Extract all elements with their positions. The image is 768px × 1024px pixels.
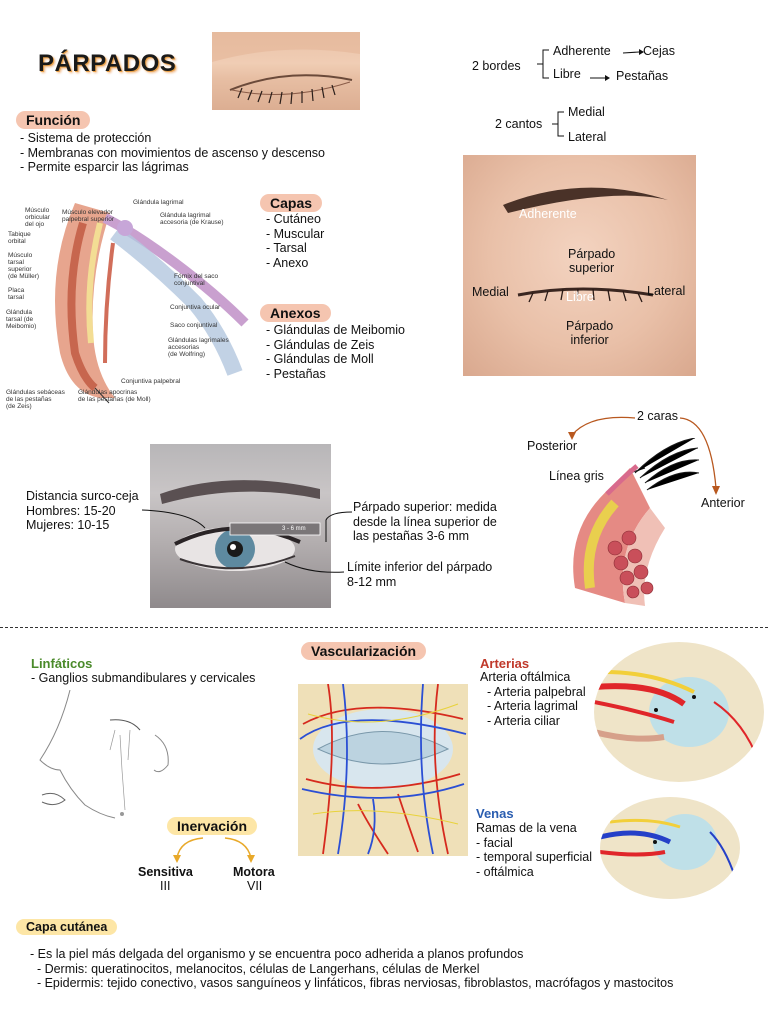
cantos-lateral: Lateral [568,130,607,144]
scale-label: 3 - 6 mm [282,526,306,532]
list-item: - Sistema de protección [20,131,152,145]
list-item: - Cutáneo [266,212,321,226]
funcion-heading: Función [16,111,91,129]
diag-label-m-orbicular: Músculo orbicular del ojo [25,207,50,228]
list-item: - oftálmica [476,864,534,879]
bordes-adherente: Adherente [553,44,611,58]
photo-label-parpado-inferior: Párpado inferior [566,319,614,347]
measurement-pointers [141,509,353,573]
diag-label-gl-krause: Glándula lagrimal accesoria (de Krause) [160,212,224,226]
bordes-cejas: Cejas [643,44,675,58]
bordes-bracket [537,49,644,81]
inervacion-sensitiva-n: III [160,879,171,893]
list-item: - Dermis: queratinocitos, melanocitos, c… [30,961,480,976]
photo-label-medial: Medial [472,285,509,299]
surco-ceja-text: Distancia surco-ceja Hombres: 15-20 Muje… [26,489,139,532]
diag-label-gl-meibomio: Glándula tarsal (de Meibomio) [6,309,37,330]
diag-label-gl-wolfring: Glándulas lagrimales accesorias (de Wolf… [168,337,229,358]
caras-anterior: Anterior [701,496,745,510]
inervacion-motora: Motora [233,865,275,879]
funcion-list: - Sistema de protección - Membranas con … [20,131,325,175]
vascular-diagram [298,684,468,856]
diag-label-placa: Placa tarsal [8,287,25,301]
diag-label-gl-zeis: Glándulas sebáceas de las pestañas (de Z… [6,389,65,410]
closed-eye-photo [212,32,360,110]
linfaticos-text: - Ganglios submandibulares y cervicales [31,671,256,685]
capa-cutanea-heading: Capa cutánea [16,919,118,935]
capas-list: - Cutáneo - Muscular - Tarsal - Anexo [266,212,324,270]
inervacion-sensitiva: Sensitiva [138,865,193,879]
eyelid-cross-section [555,437,700,610]
arterias-list: Arteria oftálmica - Arteria palpebral - … [480,670,586,728]
eye-measurement-photo [150,444,331,608]
venas-heading: Venas [476,806,514,821]
inervacion-arrows [173,837,255,863]
list-item: - Arteria lagrimal [480,699,578,713]
arterial-orbit-diagram [594,642,764,782]
bordes-label: 2 bordes [472,59,521,73]
cantos-bracket [552,111,564,137]
venas-list: Ramas de la vena - facial - temporal sup… [476,821,592,879]
list-item: - Glándulas de Zeis [266,337,375,352]
section-divider [0,627,768,628]
arterias-heading: Arterias [480,656,530,671]
inervacion-heading: Inervación [167,817,258,835]
list-item: - Anexo [266,255,309,270]
diag-label-m-elevador: Músculo elevador palpebral superior [62,209,115,223]
bordes-libre: Libre [553,67,581,81]
list-item: - Es la piel más delgada del organismo y… [30,947,524,961]
cantos-label: 2 cantos [495,117,543,131]
diag-label-saco: Saco conjuntival [170,322,218,329]
caras-arrows [568,416,720,495]
diag-label-m-muller: Músculo tarsal superior (de Müller) [8,252,40,280]
capas-heading: Capas [260,194,323,212]
diag-label-conj-palpebral: Conjuntiva palpebral [121,378,181,385]
photo-label-lateral: Lateral [647,284,686,298]
list-item: - Membranas con movimientos de ascenso y… [20,145,326,160]
list-item: - Glándulas de Moll [266,352,374,366]
limite-inf-text: Límite inferior del párpado 8-12 mm [347,560,493,589]
photo-label-adherente: Adherente [519,207,577,221]
eye-anatomy-photo [463,155,696,376]
vascularizacion-heading: Vascularización [301,642,427,660]
diag-label-fornix: Fórnix del saco conjuntival [174,273,219,287]
list-item: Ramas de la vena [476,821,577,835]
venous-orbit-diagram [600,797,740,899]
list-item: - facial [476,835,513,850]
list-item: - Arteria palpebral [480,684,586,699]
list-item: - Permite esparcir las lágrimas [20,160,189,174]
list-item: - Pestañas [266,366,326,381]
diag-label-conj-ocular: Conjuntiva ocular [170,304,221,311]
parpado-sup-text: Párpado superior: medida desde la línea … [353,500,497,543]
list-item: - Arteria ciliar [480,713,560,728]
diag-label-tabique: Tabique orbital [8,231,31,245]
capa-cutanea-list: - Es la piel más delgada del organismo y… [30,947,673,991]
anexos-list: - Glándulas de Meibomio - Glándulas de Z… [266,323,405,381]
anexos-heading: Anexos [260,304,331,322]
inervacion-motora-n: VII [247,879,263,893]
list-item: - temporal superficial [476,850,593,864]
photo-label-libre: Libre [566,290,594,304]
page-title: PÁRPADOS [38,50,177,77]
face-lymph-sketch [30,689,180,820]
photo-label-parpado-superior: Párpado superior [568,247,616,275]
diag-label-gl-moll: Glándulas apocrinas de las pestañas (de … [78,389,151,403]
list-item: - Epidermis: tejido conectivo, vasos san… [30,976,674,990]
caras-linea-gris: Línea gris [549,469,604,483]
list-item: - Tarsal [266,241,307,255]
bordes-pestanas: Pestañas [616,69,669,83]
caras-label: 2 caras [637,409,678,423]
diag-label-gl-lagrimal: Glándula lagrimal [133,199,184,206]
caras-posterior: Posterior [527,439,578,453]
list-item: - Glándulas de Meibomio [266,323,405,337]
list-item: Arteria oftálmica [480,670,571,684]
list-item: - Muscular [266,226,325,241]
linfaticos-heading: Linfáticos [31,656,93,671]
eyelid-section-diagram [5,193,260,415]
cantos-medial: Medial [568,105,605,119]
